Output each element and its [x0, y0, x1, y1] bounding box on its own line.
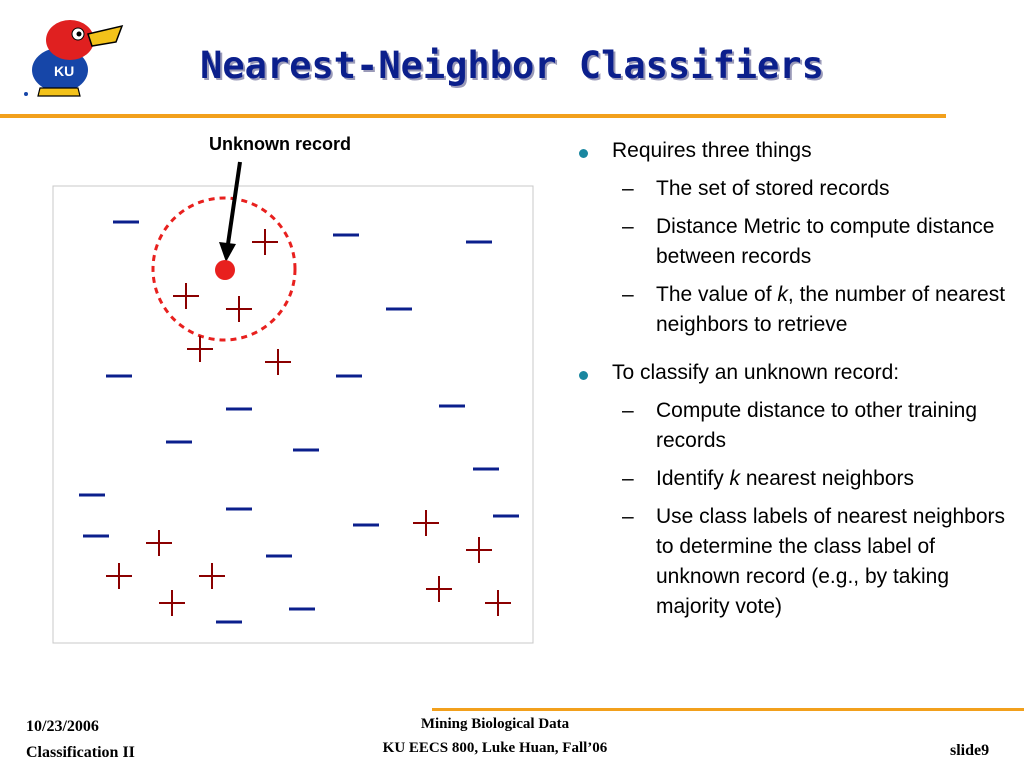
sub-bullet-dash: – [622, 177, 634, 200]
sub-bullet-dash: – [622, 215, 634, 238]
plus-sample [265, 349, 291, 375]
sub-bullet: –The set of stored records [576, 174, 1016, 204]
bullet-text: To classify an unknown record: [612, 361, 900, 384]
plus-sample [187, 336, 213, 362]
bullet-list: Requires three things –The set of stored… [576, 136, 1016, 622]
unknown-record-label: Unknown record [209, 134, 352, 154]
plus-sample [466, 537, 492, 563]
sub-bullet-text: Compute distance to other training recor… [656, 399, 978, 452]
plus-sample [252, 229, 278, 255]
sub-bullet: –The value of k, the number of nearest n… [576, 280, 1016, 340]
bullet-text: Requires three things [612, 139, 812, 162]
logo-text: KU [54, 63, 74, 79]
sub-bullet-text: Use class labels of nearest neighbors to… [656, 505, 1006, 618]
ku-jayhawk-logo: KU [24, 20, 124, 97]
footer-slide-number: slide9 [950, 742, 990, 759]
plus-sample [173, 283, 199, 309]
sub-bullet-dash: – [622, 283, 634, 306]
bullet-requirements: Requires three things [576, 136, 1016, 166]
plus-sample [159, 590, 185, 616]
plus-sample [426, 576, 452, 602]
unknown-pointer-arrowhead [219, 242, 236, 262]
footer-course-line2: KU EECS 800, Luke Huan, Fall’06 [382, 740, 608, 756]
sub-bullet-text: Identify [656, 467, 730, 490]
sub-bullet-dash: – [622, 505, 634, 528]
plus-sample [485, 590, 511, 616]
sub-bullet-text: k [777, 283, 788, 306]
footer-date: 10/23/2006 [26, 718, 99, 735]
sub-bullet-text: nearest neighbors [740, 467, 914, 490]
sub-bullet: –Distance Metric to compute distance bet… [576, 212, 1016, 272]
plot-frame [52, 185, 534, 644]
sub-bullet-dash: – [622, 467, 634, 490]
sub-bullet-text: Distance Metric to compute distance betw… [656, 215, 995, 268]
sub-bullet: –Compute distance to other training reco… [576, 396, 1016, 456]
plus-sample [106, 563, 132, 589]
bullet-dot [579, 371, 588, 380]
bullet-classify: To classify an unknown record: [576, 358, 1016, 388]
footer-divider [432, 708, 1024, 711]
sub-bullet-dash: – [622, 399, 634, 422]
sub-bullet-text: The set of stored records [656, 177, 890, 200]
slide-title: Nearest-Neighbor Classifiers [200, 44, 824, 87]
plus-sample [199, 563, 225, 589]
footer-course-line1: Mining Biological Data [420, 716, 570, 732]
sub-bullet: –Use class labels of nearest neighbors t… [576, 502, 1016, 622]
sub-bullet-text: k [729, 467, 741, 490]
title-divider [0, 114, 946, 118]
sub-bullet-text: , the number of nearest neighbors to ret… [656, 283, 1006, 336]
sub-bullet-text: The value of [656, 283, 778, 306]
bullet-dot [579, 149, 588, 158]
neighborhood-circle [151, 196, 297, 342]
plus-sample [413, 510, 439, 536]
plus-sample [146, 530, 172, 556]
sub-bullet: –Identify k nearest neighbors [576, 464, 1016, 494]
unknown-record-point [215, 260, 235, 280]
plus-sample [226, 296, 252, 322]
unknown-pointer-line [226, 161, 242, 245]
footer-topic: Classification II [26, 744, 135, 761]
